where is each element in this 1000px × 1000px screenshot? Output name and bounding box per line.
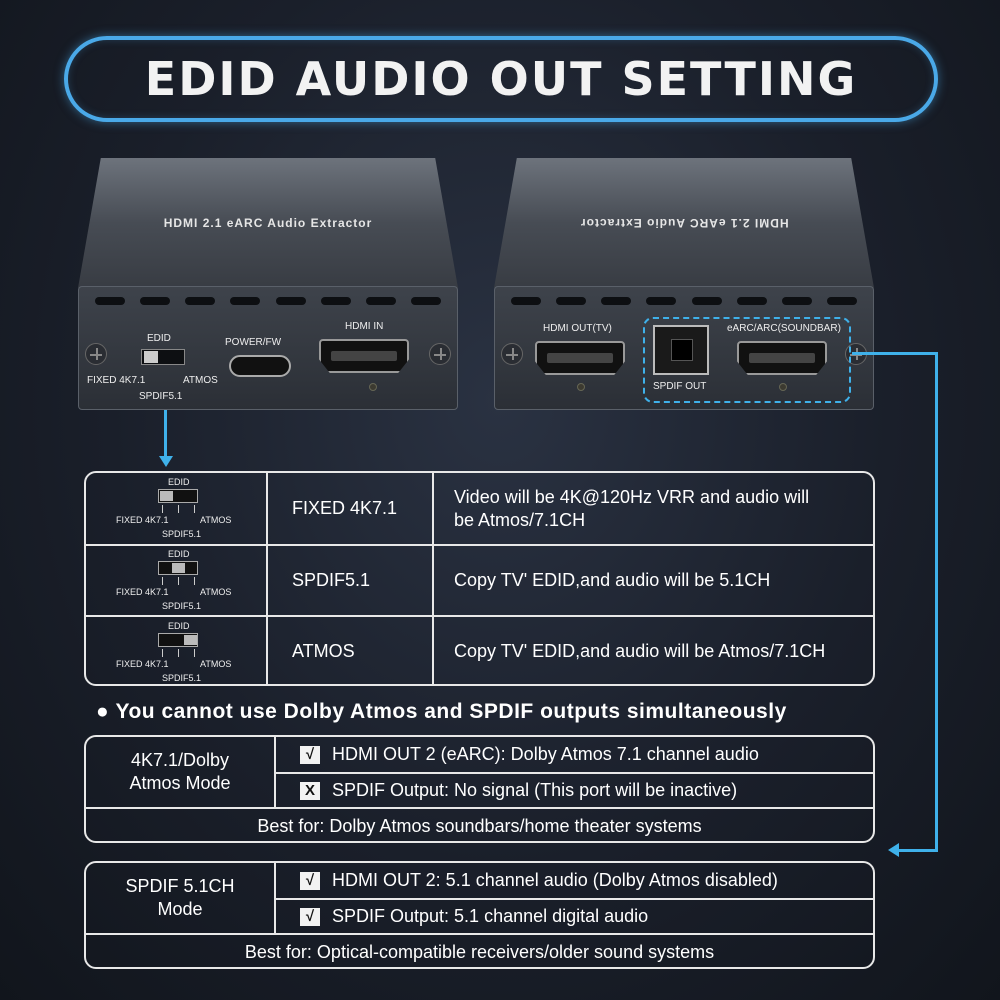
right-device: HDMI 2.1 eARC Audio Extractor HDMI OUT(T… <box>494 158 874 410</box>
switch-diagram: EDID FIXED 4K7.1 ATMOS SPDIF5.1 <box>116 549 232 611</box>
switch-fixed-label: FIXED 4K7.1 <box>87 375 146 386</box>
screw-icon <box>501 343 523 365</box>
switch-spdif-label: SPDIF5.1 <box>139 391 183 402</box>
mode-box-spdif: SPDIF 5.1CH Mode √ HDMI OUT 2: 5.1 chann… <box>84 861 875 969</box>
led-indicator <box>577 383 585 391</box>
right-device-label: HDMI 2.1 eARC Audio Extractor <box>579 216 789 230</box>
mode-item: √ SPDIF Output: 5.1 channel digital audi… <box>300 900 648 933</box>
best-for-text: Best for: Dolby Atmos soundbars/home the… <box>257 815 702 836</box>
spdif-optical-port[interactable] <box>653 325 709 375</box>
switch-diagram: EDID FIXED 4K7.1 ATMOS SPDIF5.1 <box>116 621 232 683</box>
left-device-front-panel: EDID FIXED 4K7.1 ATMOS SPDIF5.1 POWER/FW… <box>78 286 458 410</box>
best-for-text: Best for: Optical-compatible receivers/o… <box>244 941 715 962</box>
mode-description: Copy TV' EDID,and audio will be Atmos/7.… <box>454 641 826 661</box>
edid-mode-table: EDID FIXED 4K7.1 ATMOS SPDIF5.1 FIXED 4K… <box>84 471 875 686</box>
hdmi-out-label: HDMI OUT(TV) <box>543 323 612 334</box>
power-label: POWER/FW <box>225 337 282 348</box>
led-indicator <box>369 383 377 391</box>
spdif-out-label: SPDIF OUT <box>653 381 707 392</box>
edid-switch[interactable] <box>141 349 185 365</box>
cross-icon: X <box>300 781 320 800</box>
right-device-front-panel: HDMI OUT(TV) SPDIF OUT eARC/ARC(SOUNDBAR… <box>494 286 874 410</box>
switch-knob <box>144 351 158 363</box>
earc-label: eARC/ARC(SOUNDBAR) <box>727 323 841 334</box>
vents <box>511 297 857 305</box>
connector-line <box>852 352 938 355</box>
left-device: HDMI 2.1 eARC Audio Extractor EDID FIXED… <box>78 158 458 410</box>
mode-box-name: 4K7.1/Dolby Atmos Mode <box>129 750 231 793</box>
mode-box-name: SPDIF 5.1CH Mode <box>125 876 235 919</box>
mode-name: SPDIF5.1 <box>292 570 371 590</box>
arrow-down-icon <box>159 456 173 467</box>
left-device-label: HDMI 2.1 eARC Audio Extractor <box>163 216 373 230</box>
title-banner: EDID AUDIO OUT SETTING <box>64 36 938 122</box>
edid-label: EDID <box>147 333 171 344</box>
arrow-left-icon <box>888 843 899 857</box>
vents <box>95 297 441 305</box>
mode-name: ATMOS <box>292 641 355 661</box>
switch-atmos-label: ATMOS <box>183 375 218 386</box>
mode-name: FIXED 4K7.1 <box>292 498 398 518</box>
mode-item: √ HDMI OUT 2: 5.1 channel audio (Dolby A… <box>300 863 778 898</box>
connector-line <box>164 410 167 458</box>
mode-item: X SPDIF Output: No signal (This port wil… <box>300 774 737 807</box>
left-device-top: HDMI 2.1 eARC Audio Extractor <box>78 158 458 288</box>
earc-port[interactable] <box>737 341 827 375</box>
check-icon: √ <box>300 871 320 890</box>
highlight-box <box>643 317 851 403</box>
check-icon: √ <box>300 745 320 764</box>
usb-c-port[interactable] <box>229 355 291 377</box>
mode-description: Copy TV' EDID,and audio will be 5.1CH <box>454 570 771 590</box>
hdmi-in-port[interactable] <box>319 339 409 373</box>
led-indicator <box>779 383 787 391</box>
connector-line <box>935 352 938 852</box>
screw-icon <box>85 343 107 365</box>
mode-box-atmos: 4K7.1/Dolby Atmos Mode √ HDMI OUT 2 (eAR… <box>84 735 875 843</box>
connector-line <box>898 849 938 852</box>
screw-icon <box>429 343 451 365</box>
bullet-icon: ● <box>96 700 116 723</box>
page-title: EDID AUDIO OUT SETTING <box>144 52 858 106</box>
hdmi-in-label: HDMI IN <box>345 321 384 332</box>
warning-note: ● You cannot use Dolby Atmos and SPDIF o… <box>96 700 787 723</box>
right-device-top: HDMI 2.1 eARC Audio Extractor <box>494 158 874 288</box>
mode-description: Video will be 4K@120Hz VRR and audio wil… <box>454 486 810 530</box>
mode-item: √ HDMI OUT 2 (eARC): Dolby Atmos 7.1 cha… <box>300 737 759 772</box>
switch-diagram: EDID FIXED 4K7.1 ATMOS SPDIF5.1 <box>116 477 232 539</box>
check-icon: √ <box>300 907 320 926</box>
hdmi-out-port[interactable] <box>535 341 625 375</box>
